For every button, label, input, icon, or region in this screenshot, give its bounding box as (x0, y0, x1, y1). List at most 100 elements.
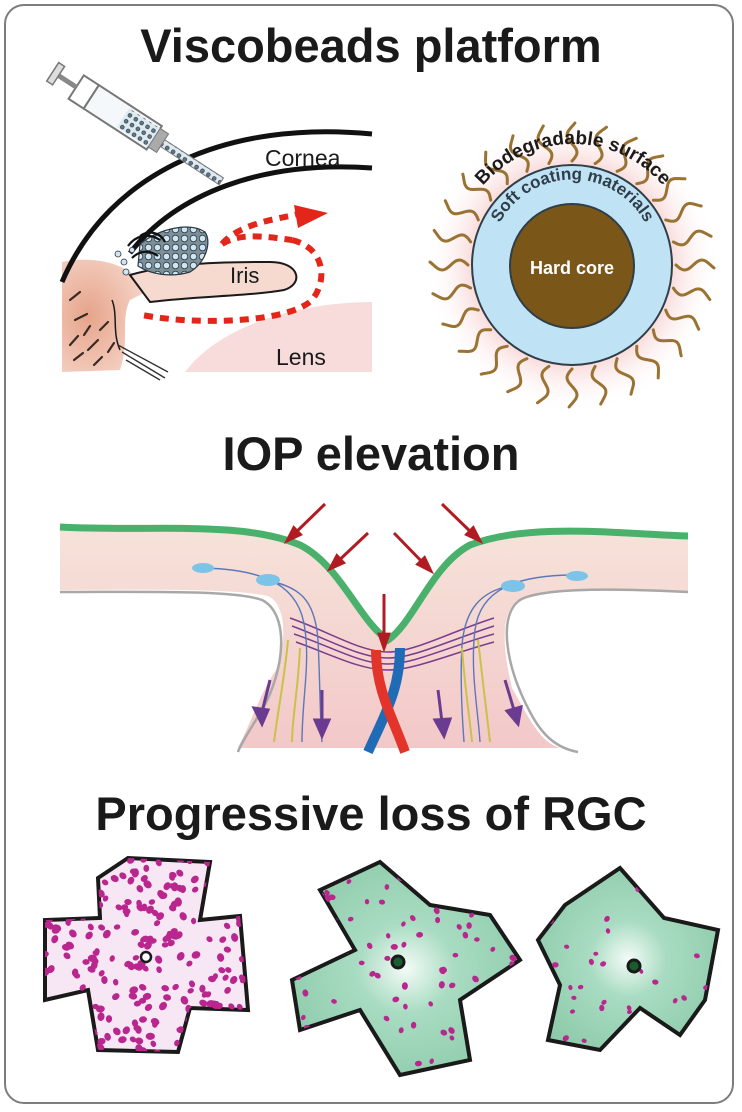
rgc-dot (192, 886, 199, 893)
rgc-dot (139, 983, 147, 991)
rgc-dot (383, 1015, 390, 1022)
rgc-dot (163, 994, 172, 1001)
rgc-dot (512, 929, 519, 934)
rgc-dot (73, 973, 81, 979)
rgc-dot (224, 987, 231, 994)
surface-strand (674, 258, 716, 272)
rgc-dot (222, 880, 229, 887)
surface-strand (671, 286, 712, 301)
rgc-dot (401, 921, 406, 927)
retina-severe-loss (536, 866, 720, 1052)
rgc-dot (538, 921, 539, 928)
rgc-dot (292, 863, 297, 870)
rgc-dot (358, 960, 365, 966)
viscobeads-cluster (137, 226, 209, 276)
rgc-dot (435, 916, 441, 924)
surface-strand (536, 364, 551, 405)
rgc-dot (87, 954, 97, 963)
central-artery (371, 649, 410, 754)
scattered-beads (114, 246, 135, 276)
rgc-axons (204, 567, 576, 743)
rgc-dot (302, 989, 309, 997)
rgc-dot (161, 985, 170, 992)
rgc-dot (53, 904, 60, 913)
rgc-dot (68, 997, 77, 1004)
rgc-dot (74, 858, 84, 863)
optic-disc-healthy (139, 950, 153, 964)
rgc-dot (218, 967, 226, 974)
rgc-dot (124, 898, 132, 906)
lens-label: Lens (276, 344, 326, 370)
rgc-dot (212, 889, 219, 897)
rgc-dot (453, 875, 459, 881)
rgc-dot (370, 1065, 377, 1072)
rgc-dot (51, 935, 59, 944)
rgc-dot (169, 874, 175, 881)
rgc-dot (210, 1048, 219, 1052)
biodegradable-surface-strands (428, 121, 716, 409)
rgc-dot (69, 929, 77, 938)
rgc-dot (681, 995, 687, 1001)
rgc-dot (414, 1060, 422, 1067)
rgc-dot (440, 1029, 448, 1036)
rgc-dot (433, 907, 440, 915)
rgc-dot (478, 1026, 484, 1033)
section-title-rgc: Progressive loss of RGC (95, 787, 647, 840)
rgc-dot (80, 1022, 87, 1031)
rgc-dot (390, 943, 398, 950)
rgc-dot (119, 872, 127, 880)
rgc-dot (403, 1003, 408, 1010)
rgc-dot (499, 863, 506, 869)
rgc-dot (138, 997, 147, 1004)
rgc-dot (503, 862, 510, 864)
rgc-dot (138, 1047, 148, 1052)
rgc-dot (226, 892, 236, 901)
rgc-cell-bodies (192, 563, 588, 592)
surface-strand (614, 357, 635, 396)
rgc-dot (133, 1025, 141, 1032)
rgc-dot (361, 1056, 367, 1063)
rgc-dot (306, 1032, 312, 1039)
axon-flow-arrows (251, 679, 523, 740)
rgc-dot (76, 1010, 84, 1019)
rgc-dot (187, 988, 194, 994)
rgc-dot (486, 1033, 493, 1039)
rgc-dot (474, 937, 480, 942)
rgc-dot (72, 887, 79, 895)
rgc-dot (146, 905, 154, 914)
rgc-dot (186, 960, 193, 967)
rgc-dot (384, 884, 390, 890)
rgc-dot (66, 997, 76, 1006)
rgc-dot (144, 941, 152, 950)
hard-core-label: Hard core (530, 258, 614, 278)
rgc-dot (413, 862, 419, 869)
rgc-dot (512, 1044, 518, 1049)
rgc-dot (601, 999, 607, 1005)
rgc-dot (697, 868, 702, 875)
rgc-dot (549, 877, 556, 883)
rgc-dot (109, 955, 115, 962)
rgc-dot (163, 882, 171, 891)
rgc-dot (148, 899, 156, 905)
rgc-dot (127, 876, 135, 885)
rgc-dot (369, 971, 376, 977)
surface-strand (506, 357, 529, 394)
rgc-dot (429, 1058, 434, 1064)
rgc-dot (643, 1038, 649, 1044)
rgc-dot (152, 1020, 158, 1028)
rgc-dot (562, 1035, 569, 1042)
rgc-dot (428, 1001, 434, 1007)
rgc-dot (67, 890, 77, 898)
rgc-dot (102, 1052, 109, 1058)
rgc-dot (384, 955, 391, 961)
rgc-dot (167, 939, 175, 947)
optic-disc-severe (626, 958, 642, 974)
rgc-dot (135, 1037, 144, 1045)
rgc-dot (421, 889, 428, 896)
rgc-dot (707, 1029, 714, 1035)
surface-strand (615, 136, 638, 173)
rgc-dot (190, 917, 197, 925)
rgc-dot (302, 869, 308, 876)
rgc-dot (144, 1003, 153, 1011)
